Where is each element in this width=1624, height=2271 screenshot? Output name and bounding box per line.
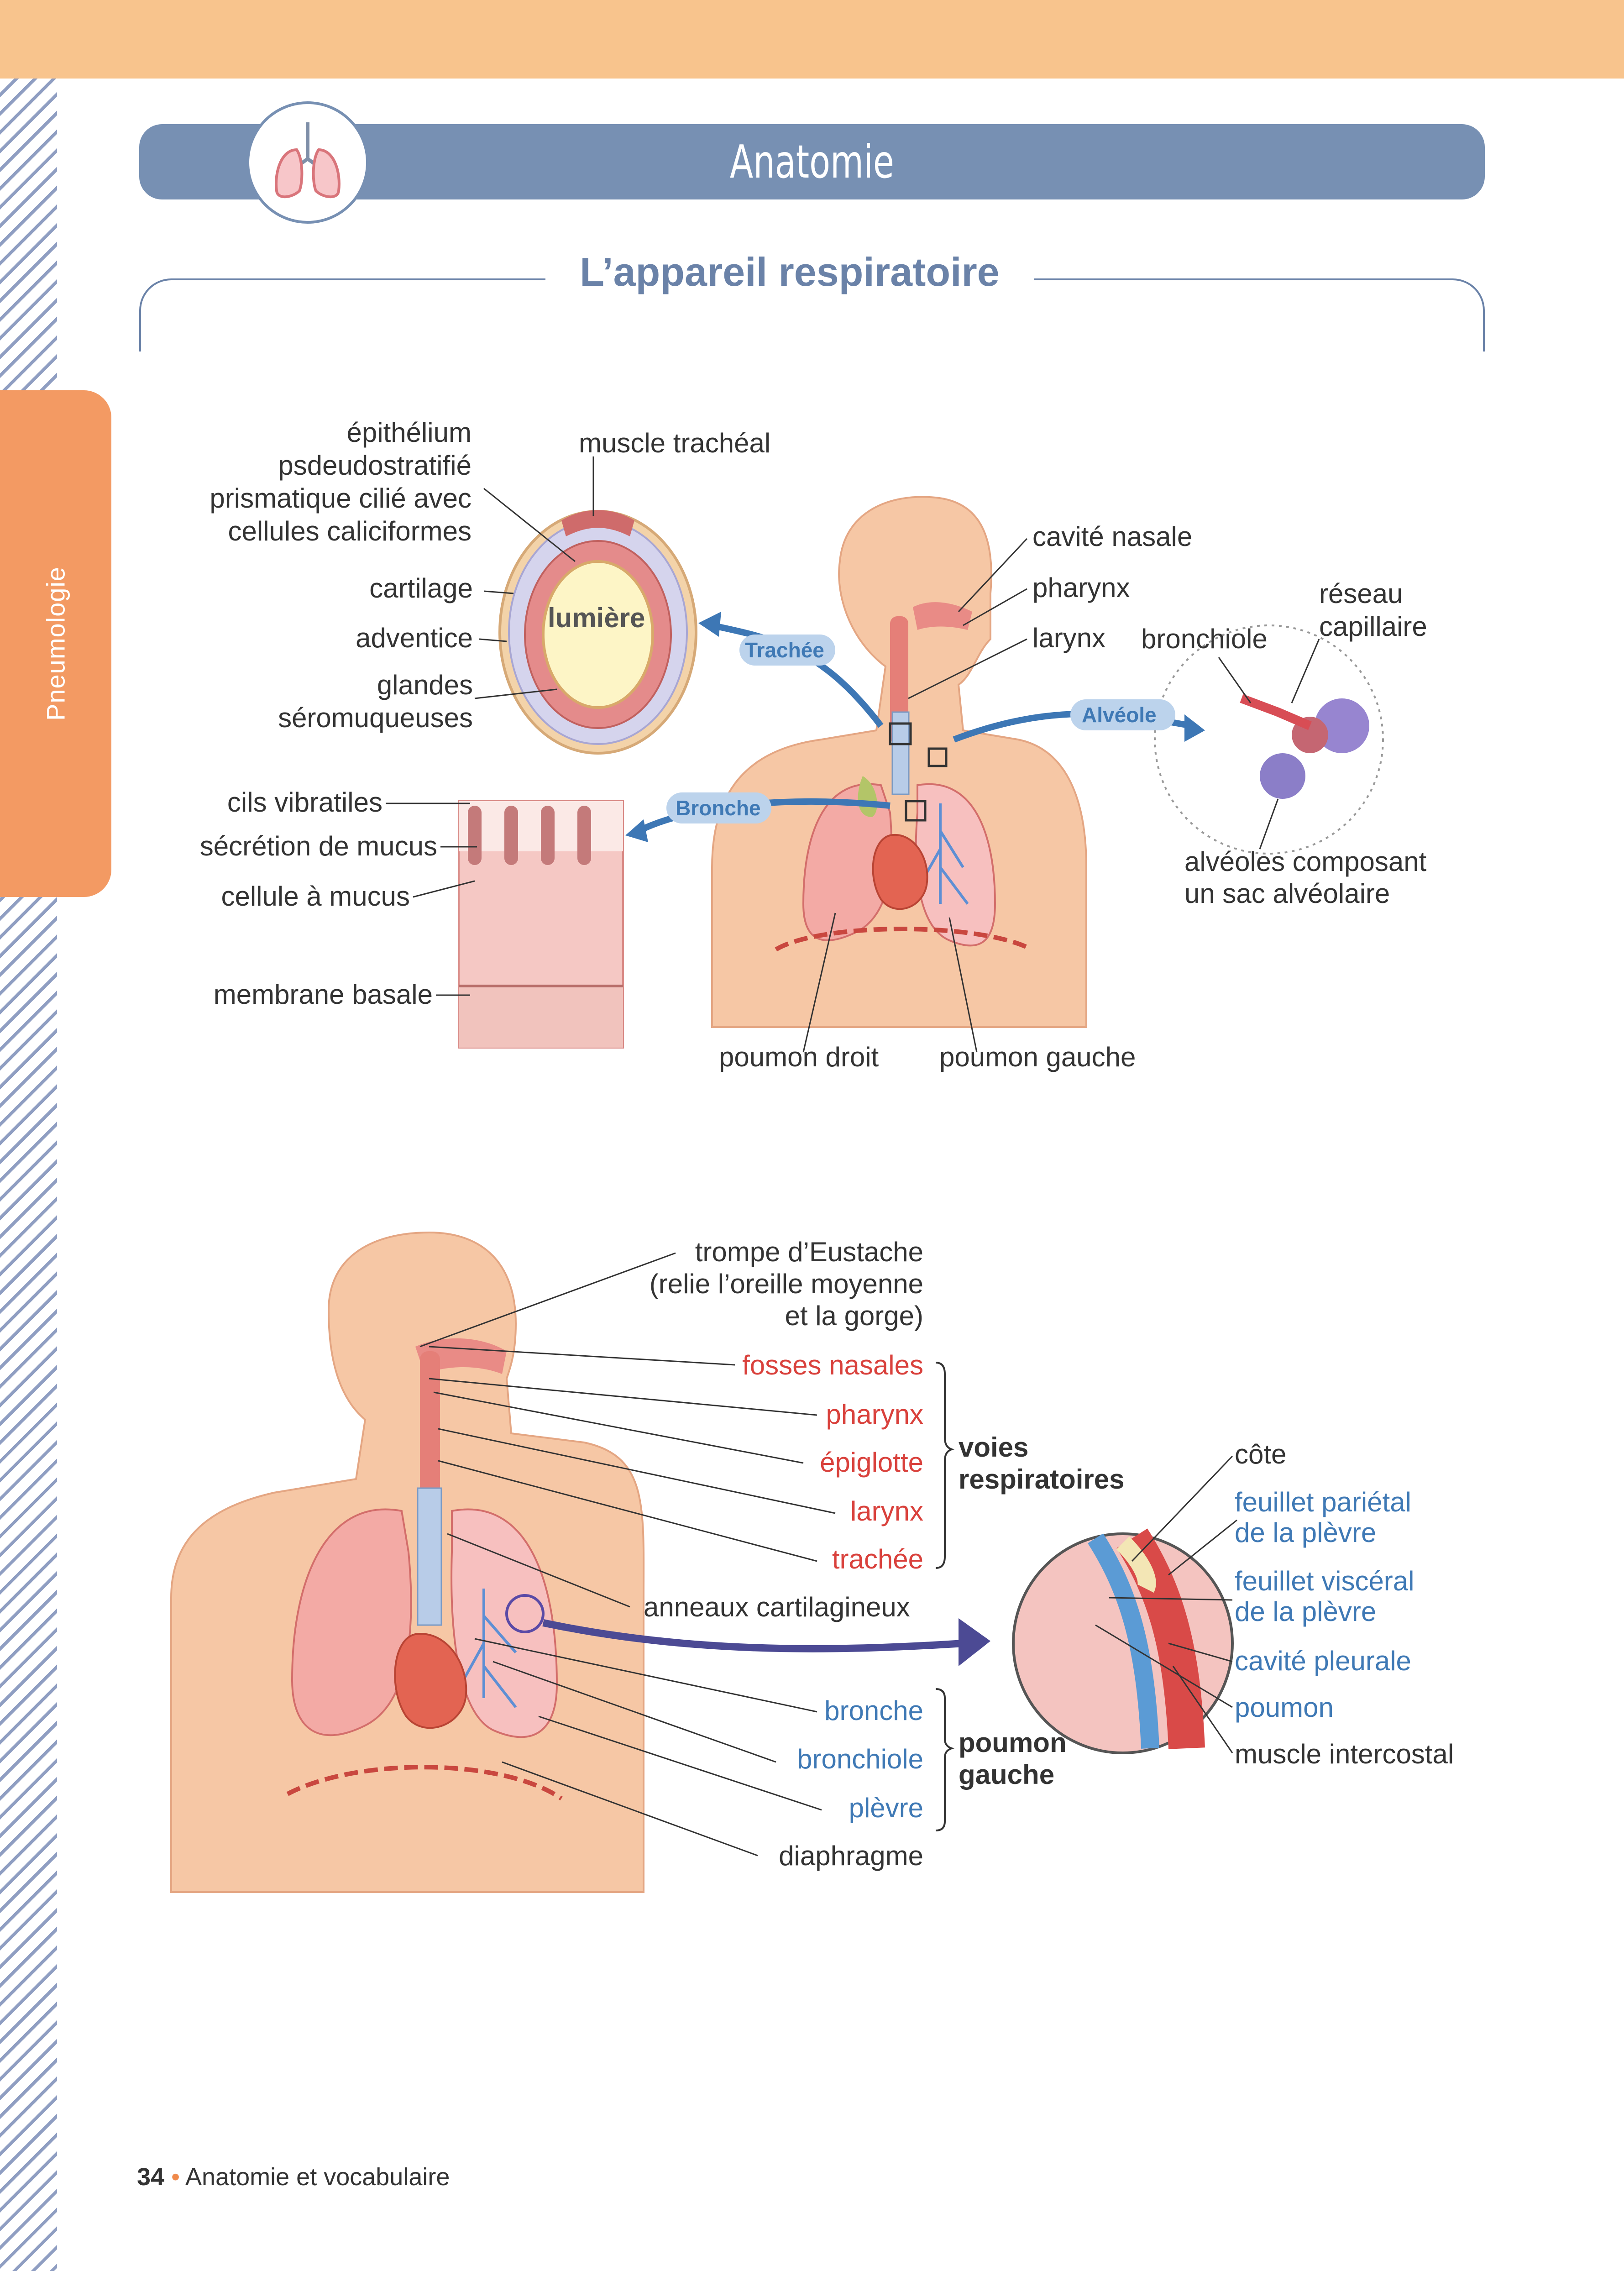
label-trompe-3: et la gorge) bbox=[785, 1301, 923, 1331]
upper-body-illustration bbox=[711, 496, 1087, 1028]
footer-text: Anatomie et vocabulaire bbox=[185, 2163, 450, 2191]
label-trompe-2: (relie l’oreille moyenne bbox=[649, 1269, 923, 1299]
label-larynx-2: larynx bbox=[850, 1496, 923, 1526]
label-glandes-1: glandes bbox=[377, 670, 473, 700]
page-number: 34 bbox=[137, 2163, 165, 2191]
epithelium-block bbox=[458, 800, 624, 1049]
top-color-bar bbox=[0, 0, 1624, 79]
label-bronchiole-1: bronchiole bbox=[1141, 624, 1268, 654]
banner-title: Anatomie bbox=[729, 135, 895, 189]
label-sac-1: alvéoles composant bbox=[1184, 846, 1427, 877]
label-poumon-gauche-1: poumon bbox=[959, 1727, 1067, 1758]
label-reseau-2: capillaire bbox=[1319, 611, 1427, 642]
label-diaphragme: diaphragme bbox=[779, 1841, 923, 1871]
label-trachee: trachée bbox=[832, 1544, 923, 1574]
label-adventice: adventice bbox=[356, 623, 473, 653]
trachea-cross-section bbox=[498, 510, 697, 755]
label-voies-2: respiratoires bbox=[959, 1464, 1125, 1495]
lungs-icon bbox=[246, 101, 369, 224]
label-cartilage: cartilage bbox=[369, 573, 473, 603]
label-cavite-pleurale: cavité pleurale bbox=[1235, 1646, 1411, 1676]
tag-alveole: Alvéole bbox=[1082, 703, 1157, 727]
label-trompe-1: trompe d’Eustache bbox=[695, 1237, 923, 1267]
label-plevre: plèvre bbox=[849, 1793, 923, 1823]
tag-trachee: Trachée bbox=[745, 638, 824, 662]
label-fosses-nasales: fosses nasales bbox=[742, 1350, 923, 1380]
label-lumiere: lumière bbox=[548, 603, 645, 633]
label-bronchiole-2: bronchiole bbox=[797, 1744, 923, 1774]
chapter-tab[interactable] bbox=[0, 390, 111, 897]
label-membrane: membrane basale bbox=[213, 979, 433, 1010]
label-parietal-1: feuillet pariétal bbox=[1235, 1487, 1411, 1517]
label-epithelium-3: prismatique cilié avec bbox=[210, 483, 471, 514]
label-cils: cils vibratiles bbox=[227, 787, 382, 818]
label-cavite-nasale: cavité nasale bbox=[1032, 521, 1193, 552]
label-glandes-2: séromuqueuses bbox=[278, 703, 473, 733]
label-parietal-2: de la plèvre bbox=[1235, 1517, 1377, 1548]
label-poumon-droit: poumon droit bbox=[719, 1042, 879, 1072]
label-bronche: bronche bbox=[824, 1695, 923, 1726]
pleura-zoom bbox=[1012, 1528, 1234, 1754]
leader-lines-2 bbox=[419, 1252, 1237, 1857]
full-body-illustration bbox=[170, 1231, 645, 1893]
label-sac-2: un sac alvéolaire bbox=[1184, 878, 1390, 909]
label-muscle-tracheal: muscle trachéal bbox=[579, 428, 771, 458]
label-epithelium-2: psdeudostratifié bbox=[278, 450, 471, 481]
braces bbox=[935, 1362, 955, 1831]
label-visceral-1: feuillet viscéral bbox=[1235, 1566, 1414, 1596]
label-poumon-gauche-2: gauche bbox=[959, 1759, 1055, 1790]
label-epithelium-1: épithélium bbox=[346, 417, 472, 448]
label-secretion: sécrétion de mucus bbox=[199, 831, 437, 861]
label-cellule: cellule à mucus bbox=[221, 881, 410, 912]
tag-bronche-bg bbox=[666, 792, 771, 823]
label-cote: côte bbox=[1235, 1439, 1287, 1469]
label-pharynx-2: pharynx bbox=[826, 1399, 923, 1430]
tag-alveole-bg bbox=[1070, 699, 1175, 730]
tag-bronche: Bronche bbox=[676, 796, 761, 820]
label-muscle-intercostal: muscle intercostal bbox=[1235, 1739, 1454, 1769]
label-anneaux: anneaux cartilagineux bbox=[644, 1592, 910, 1622]
leader-lines-1 bbox=[386, 456, 1320, 1053]
label-voies-1: voies bbox=[959, 1432, 1029, 1463]
section-title: L’appareil respiratoire bbox=[580, 249, 1000, 294]
label-poumon: poumon bbox=[1235, 1692, 1334, 1723]
footer-separator: • bbox=[171, 2163, 180, 2191]
label-visceral-2: de la plèvre bbox=[1235, 1596, 1377, 1627]
label-pharynx-1: pharynx bbox=[1032, 572, 1130, 603]
zoom-arrow bbox=[542, 1618, 990, 1666]
label-poumon-gauche: poumon gauche bbox=[939, 1042, 1136, 1072]
label-reseau-1: réseau bbox=[1319, 578, 1403, 609]
label-larynx-1: larynx bbox=[1032, 623, 1106, 653]
label-epiglotte: épiglotte bbox=[820, 1447, 923, 1478]
alveoli-detail bbox=[1154, 624, 1384, 855]
label-epithelium-4: cellules caliciformes bbox=[228, 516, 472, 546]
page-footer: 34 • Anatomie et vocabulaire bbox=[137, 2163, 450, 2191]
tag-trachee-bg bbox=[739, 635, 835, 666]
